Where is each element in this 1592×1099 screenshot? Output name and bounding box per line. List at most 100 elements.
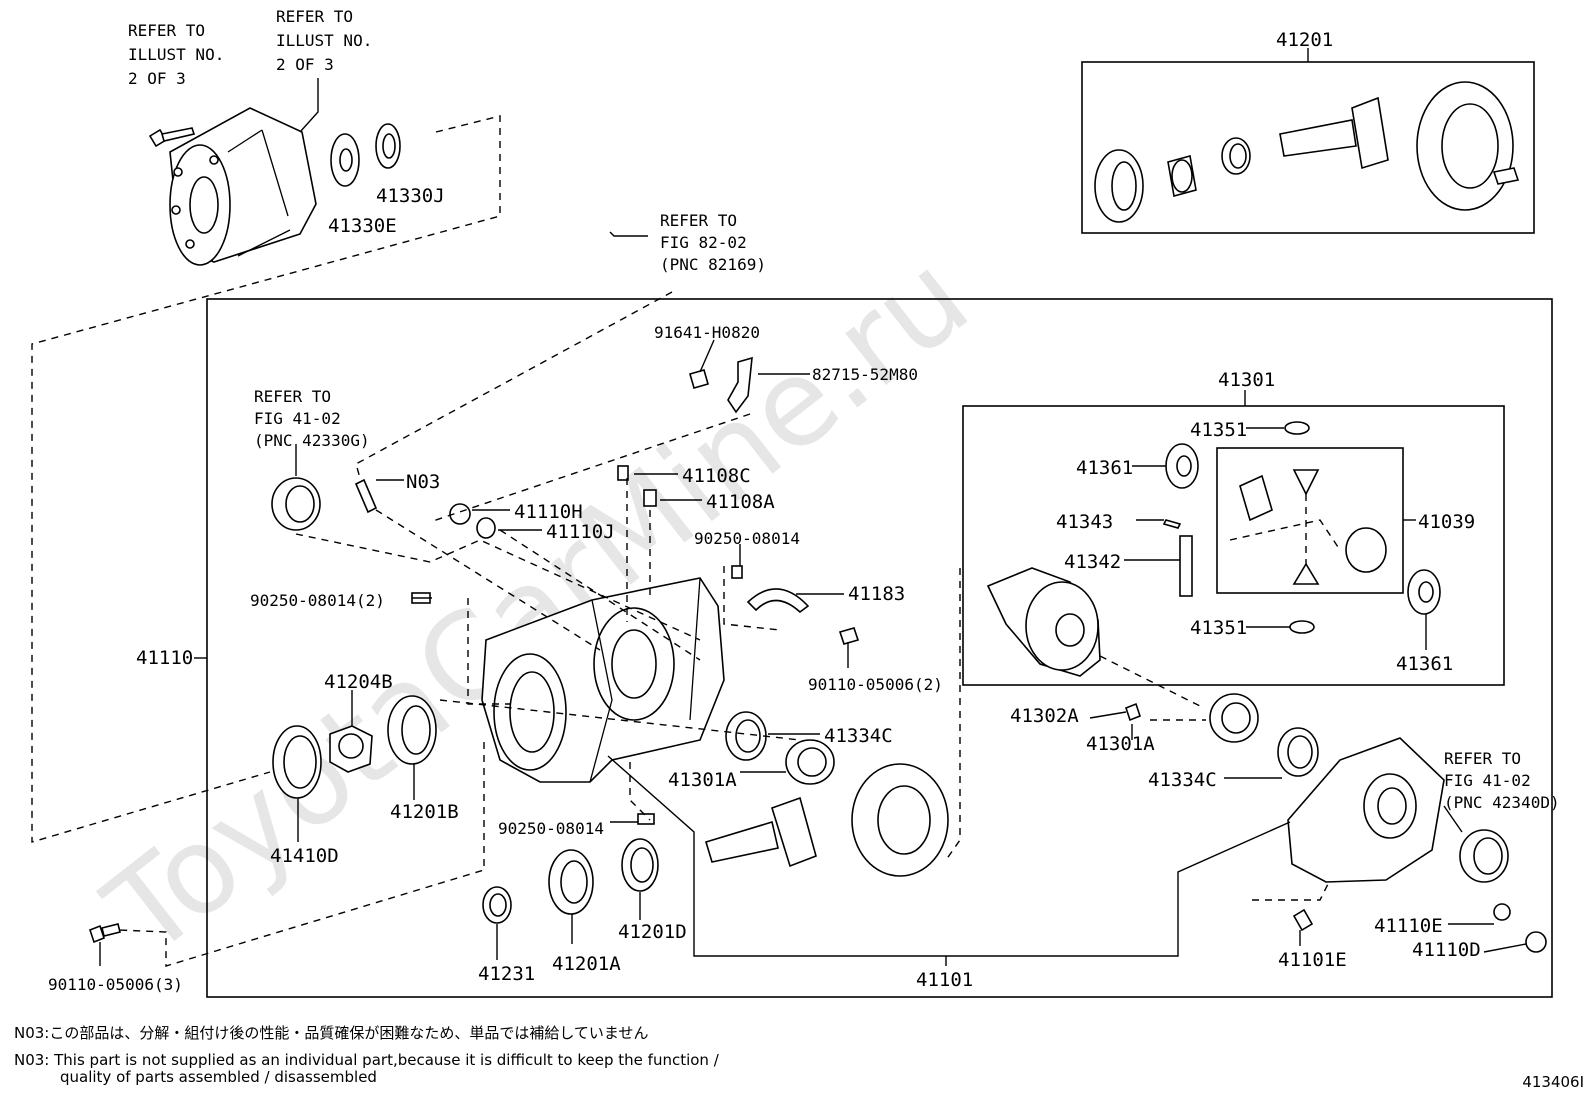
bolt-90110-b[interactable]: [89, 923, 121, 944]
label-41301a-b: 41301A: [1086, 733, 1155, 755]
washer-41330j[interactable]: [375, 123, 401, 169]
plug-41110h[interactable]: [449, 503, 471, 525]
ref-illust-b-3: 2 OF 3: [276, 55, 334, 74]
ref-fig41-left-3: (PNC 42330G): [254, 431, 370, 450]
label-41330e: 41330E: [328, 215, 397, 237]
plug-41108a[interactable]: [643, 489, 657, 507]
differential-case[interactable]: [986, 567, 1101, 677]
label-41351-a: 41351: [1190, 419, 1247, 441]
seal-41410d[interactable]: [272, 725, 322, 799]
thrust-washer-41351-b[interactable]: [1289, 620, 1315, 634]
pinion-shaft[interactable]: [705, 796, 817, 868]
nut-41204b[interactable]: [329, 725, 373, 773]
plug-41108c[interactable]: [617, 465, 629, 481]
label-41351-b: 41351: [1190, 617, 1247, 639]
label-41108a: 41108A: [706, 491, 775, 513]
label-41183: 41183: [848, 583, 905, 605]
washer-41334c-b[interactable]: [1277, 727, 1319, 777]
label-41039: 41039: [1418, 511, 1475, 533]
oil-seal-left[interactable]: [271, 477, 321, 531]
label-90250-b: 90250-08014(2): [250, 591, 385, 610]
ref-illust-b-1: REFER TO: [276, 7, 353, 26]
pin-90250-a[interactable]: [731, 565, 743, 579]
label-41302a: 41302A: [1010, 705, 1079, 727]
pin-90250-c[interactable]: [637, 813, 655, 825]
oil-seal-right[interactable]: [1459, 829, 1509, 883]
washer-41330e[interactable]: [330, 133, 360, 187]
extension-housing[interactable]: [169, 107, 317, 266]
label-41231: 41231: [478, 963, 535, 985]
label-41108c: 41108C: [682, 465, 751, 487]
washer-41361-b[interactable]: [1407, 569, 1441, 615]
gasket-41110j[interactable]: [476, 517, 496, 539]
ring-pinion-set[interactable]: [1094, 81, 1520, 223]
washer-41334c-a[interactable]: [725, 711, 767, 761]
bolt-41302a[interactable]: [1125, 702, 1141, 722]
race-41201d[interactable]: [621, 838, 659, 892]
bracket-82715[interactable]: [689, 356, 753, 414]
ref-illust-b-2: ILLUST NO.: [276, 31, 372, 50]
label-41110e: 41110E: [1374, 915, 1443, 937]
part-labels: 41201 REFER TO ILLUST NO. 2 OF 3 REFER T…: [48, 7, 1560, 994]
bearing-41201b[interactable]: [387, 695, 437, 765]
ref-fig41-left-2: FIG 41-02: [254, 409, 341, 428]
label-41110h: 41110H: [514, 501, 583, 523]
differential-case-frame: [962, 405, 1505, 686]
label-41110: 41110: [136, 647, 193, 669]
bearing-41301a-b[interactable]: [1209, 693, 1259, 743]
bolt-41101e[interactable]: [1292, 908, 1314, 932]
breather-n03[interactable]: [354, 478, 378, 514]
svg-text:ToyotaCarMine.ru: ToyotaCarMine.ru: [81, 228, 993, 984]
ref-fig82-3: (PNC 82169): [660, 255, 766, 274]
label-90250-c: 90250-08014: [498, 819, 604, 838]
ref-fig41-left-1: REFER TO: [254, 387, 331, 406]
spacer-41231[interactable]: [482, 886, 512, 924]
ref-fig41-right-2: FIG 41-02: [1444, 771, 1531, 790]
carrier-housing[interactable]: [481, 577, 725, 783]
ref-fig82-2: FIG 82-02: [660, 233, 747, 252]
gasket-41110e[interactable]: [1493, 903, 1511, 921]
thrust-washer-41351-a[interactable]: [1284, 421, 1310, 435]
ref-fig41-right-1: REFER TO: [1444, 749, 1521, 768]
label-90110-b: 90110-05006(3): [48, 975, 183, 994]
washer-41361-a[interactable]: [1165, 443, 1199, 489]
differential-cover[interactable]: [1287, 737, 1445, 883]
bearing-41201a[interactable]: [548, 849, 594, 915]
illustration-code: 413406I: [1522, 1073, 1584, 1091]
label-91641: 91641-H0820: [654, 323, 760, 342]
label-41201: 41201: [1276, 29, 1333, 51]
ref-illust-a-2: ILLUST NO.: [128, 45, 224, 64]
ref-illust-a-3: 2 OF 3: [128, 69, 186, 88]
label-41201a: 41201A: [552, 953, 621, 975]
label-41101: 41101: [916, 969, 973, 991]
leader-lines: [99, 48, 1527, 966]
note-japanese: N03:この部品は、分解・組付け後の性能・品質確保が困難なため、単品では補給して…: [14, 1024, 649, 1042]
label-41410d: 41410D: [270, 845, 339, 867]
clip-41183[interactable]: [746, 588, 810, 614]
plug-41110d[interactable]: [1525, 931, 1547, 953]
label-41334c-a: 41334C: [824, 725, 893, 747]
label-90110-a: 90110-05006(2): [808, 675, 943, 694]
label-41110d: 41110D: [1412, 939, 1481, 961]
bolt-icon[interactable]: [148, 127, 196, 148]
label-41361-b: 41361: [1396, 653, 1453, 675]
shaft-41342[interactable]: [1179, 535, 1193, 597]
ring-gear[interactable]: [851, 763, 949, 877]
label-41201b: 41201B: [390, 801, 459, 823]
label-41301a-a: 41301A: [668, 769, 737, 791]
label-41201d: 41201D: [618, 921, 687, 943]
main-assembly-frame: [206, 298, 1553, 998]
label-41342: 41342: [1064, 551, 1121, 573]
pin-41343[interactable]: [1162, 519, 1182, 529]
label-41101e: 41101E: [1278, 949, 1347, 971]
note-english-line1: N03: This part is not supplied as an ind…: [14, 1051, 719, 1069]
label-41330j: 41330J: [376, 185, 445, 207]
label-41334c-b: 41334C: [1148, 769, 1217, 791]
bolt-90110-a[interactable]: [838, 627, 860, 645]
pinion-gears[interactable]: [1239, 469, 1387, 585]
watermark: ToyotaCarMine.ru: [81, 228, 993, 984]
ref-fig82-1: REFER TO: [660, 211, 737, 230]
label-41361-a: 41361: [1076, 457, 1133, 479]
bearing-41301a-a[interactable]: [785, 739, 835, 785]
